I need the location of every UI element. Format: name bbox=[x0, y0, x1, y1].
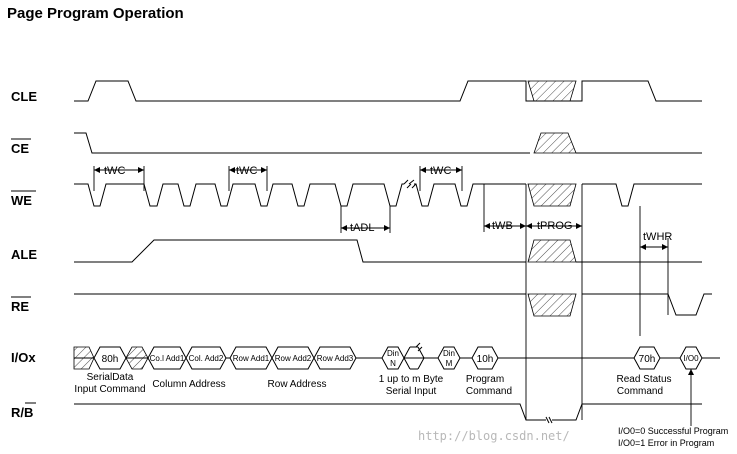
rb-waveform-tail bbox=[552, 403, 702, 421]
caption-column-address: Column Address bbox=[152, 379, 225, 390]
twhr-arrow-right bbox=[662, 244, 668, 250]
io-cmd-10-box bbox=[471, 346, 499, 370]
io-row-add3-box bbox=[313, 346, 357, 370]
signal-label-cle: CLE bbox=[11, 89, 37, 104]
io-pre-hatched bbox=[73, 346, 95, 370]
io-din-m-label-top: Din bbox=[443, 349, 455, 358]
io-io0-label: I/O0 bbox=[683, 354, 699, 363]
caption-row-address: Row Address bbox=[268, 379, 327, 390]
io-col-add2-label: Col. Add2 bbox=[189, 354, 224, 363]
diagram-title: Page Program Operation bbox=[7, 5, 184, 22]
io-cmd-70-label: 70h bbox=[639, 354, 656, 365]
io0-result-arrow-head bbox=[688, 369, 694, 375]
we-waveform-break-left bbox=[403, 179, 412, 189]
io-gap-hatched bbox=[125, 346, 149, 370]
tprog-label: tPROG bbox=[537, 220, 572, 232]
caption-read-status-line1: Read Status bbox=[616, 374, 671, 385]
twc-arrow-2-left bbox=[229, 167, 235, 173]
signal-label-re: RE bbox=[11, 299, 29, 314]
watermark: http://blog.csdn.net/ bbox=[418, 429, 570, 443]
tprog-arrow-left bbox=[526, 223, 532, 229]
io-io0-box bbox=[679, 346, 703, 370]
twhr-label: tWHR bbox=[643, 231, 672, 243]
twb-label: tWB bbox=[492, 220, 513, 232]
io-col-add2-box bbox=[185, 346, 227, 370]
we-waveform-data bbox=[414, 183, 526, 207]
io-din-n-label-bottom: N bbox=[390, 359, 396, 368]
caption-byte-input-line1: 1 up to m Byte bbox=[379, 374, 444, 385]
twc-arrow-1-left bbox=[94, 167, 100, 173]
io-din-m-box bbox=[437, 346, 461, 370]
twhr-arrow-left bbox=[640, 244, 646, 250]
we-waveform-tail bbox=[582, 183, 702, 207]
cle-hatched-window bbox=[527, 80, 577, 102]
signal-label-io: I/Ox bbox=[11, 350, 36, 365]
signal-label-rb: R/B bbox=[11, 405, 33, 420]
we-waveform-break-right bbox=[408, 179, 417, 189]
twc-arrow-1-right bbox=[138, 167, 144, 173]
tadl-arrow-left bbox=[341, 225, 347, 231]
io-din-n-break-left bbox=[403, 346, 411, 370]
tadl-arrow-right bbox=[384, 225, 390, 231]
twc-arrow-3-right bbox=[456, 167, 462, 173]
result-error-text: I/O0=1 Error in Program bbox=[618, 438, 714, 448]
twb-arrow-right bbox=[520, 223, 526, 229]
twc-label-3: tWC bbox=[430, 165, 451, 177]
twc-arrow-2-right bbox=[261, 167, 267, 173]
io-row-add2-label: Row Add2 bbox=[275, 354, 312, 363]
signal-label-ale: ALE bbox=[11, 247, 37, 262]
twb-arrow-left bbox=[484, 223, 490, 229]
caption-serial-input-line2: Input Command bbox=[74, 384, 145, 395]
signal-label-ce: CE bbox=[11, 141, 29, 156]
caption-serial-input-line1: SerialData bbox=[87, 372, 134, 383]
cle-waveform bbox=[74, 80, 702, 102]
io-row-add1-label: Row Add1 bbox=[233, 354, 270, 363]
twc-label-1: tWC bbox=[104, 165, 125, 177]
rb-break bbox=[545, 416, 553, 424]
io-cmd-70-box bbox=[633, 346, 661, 370]
caption-program-cmd-line1: Program bbox=[466, 374, 504, 385]
twc-label-2: tWC bbox=[236, 165, 257, 177]
io-cmd-10-label: 10h bbox=[477, 354, 494, 365]
signal-label-we: WE bbox=[11, 193, 32, 208]
caption-program-cmd-line2: Command bbox=[466, 386, 512, 397]
twc-arrow-3-left bbox=[420, 167, 426, 173]
rb-waveform bbox=[74, 403, 546, 421]
ce-hatched-window bbox=[533, 132, 577, 154]
caption-byte-input-line2: Serial Input bbox=[386, 386, 437, 397]
ale-hatched-window bbox=[527, 239, 577, 263]
io-din-n-squiggle-top bbox=[415, 342, 423, 352]
caption-read-status-line2: Command bbox=[617, 386, 663, 397]
tprog-arrow-right bbox=[576, 223, 582, 229]
re-hatched-window bbox=[527, 293, 577, 317]
we-waveform bbox=[74, 183, 404, 207]
tadl-label: tADL bbox=[350, 222, 374, 234]
result-success-text: I/O0=0 Successful Program bbox=[618, 426, 728, 436]
io-din-m-label-bottom: M bbox=[446, 359, 453, 368]
io-col-add1-label: Co.l Add1 bbox=[150, 354, 185, 363]
io-row-add3-label: Row Add3 bbox=[317, 354, 354, 363]
io-din-n-label-top: Din bbox=[387, 349, 399, 358]
ce-waveform bbox=[74, 132, 530, 154]
io-cmd-80-label: 80h bbox=[102, 354, 119, 365]
we-hatched-window bbox=[527, 183, 577, 207]
ale-waveform bbox=[74, 239, 526, 263]
re-waveform-tail bbox=[582, 293, 712, 316]
